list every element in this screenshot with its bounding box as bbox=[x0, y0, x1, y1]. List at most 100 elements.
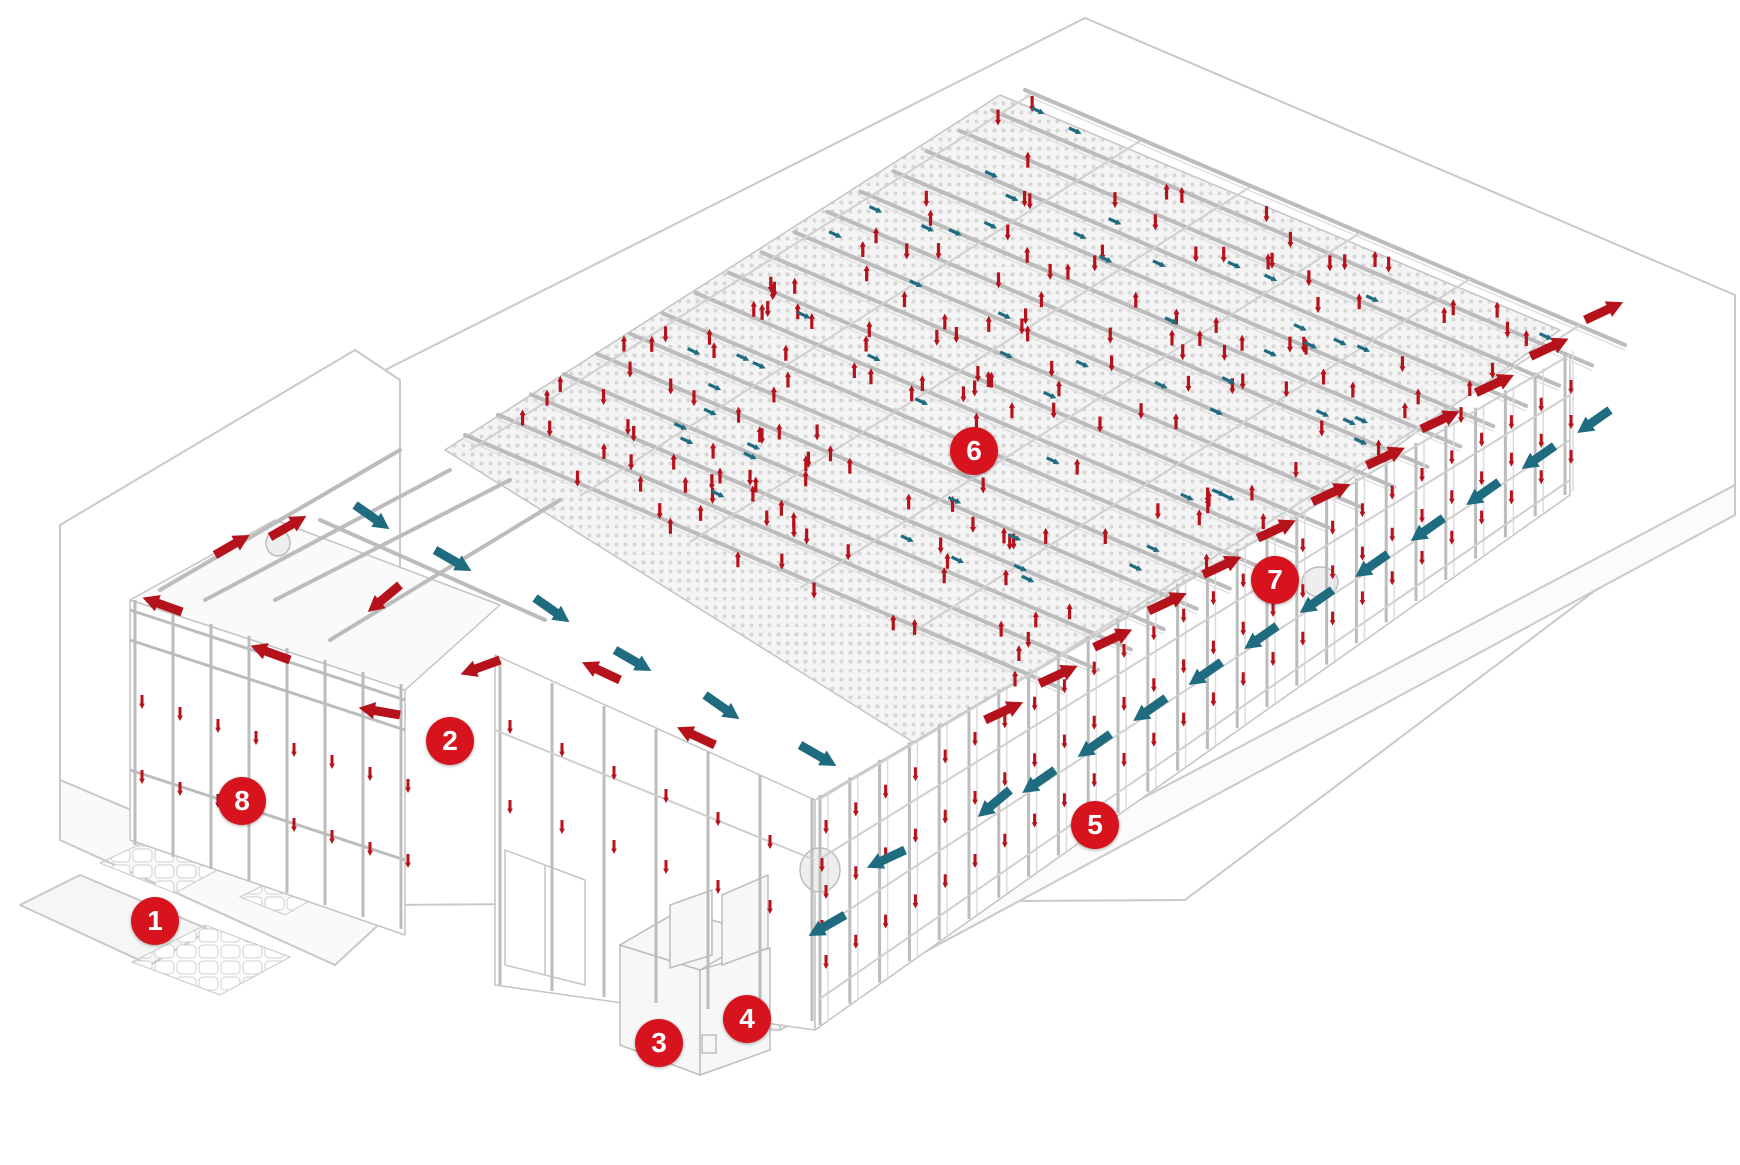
supply-arrow-down-shape bbox=[767, 900, 773, 914]
supply-arrow-small-shape bbox=[1172, 413, 1180, 430]
exhaust-arrow-small bbox=[752, 361, 766, 369]
supply-arrow-small bbox=[763, 510, 770, 527]
supply-arrow-large-shape bbox=[367, 581, 403, 612]
supply-arrow-small bbox=[1021, 190, 1028, 207]
supply-arrow-small bbox=[776, 423, 783, 440]
supply-arrow-small bbox=[1196, 329, 1203, 346]
supply-arrow-small bbox=[752, 476, 759, 493]
ceiling-beam bbox=[594, 351, 1199, 611]
supply-arrow-large bbox=[267, 516, 307, 541]
supply-arrow-small bbox=[600, 443, 608, 460]
exhaust-arrow-small-shape bbox=[900, 534, 914, 543]
supply-arrow-small bbox=[1004, 224, 1011, 241]
supply-arrow-down-shape bbox=[1180, 659, 1187, 674]
supply-arrow-small bbox=[1018, 318, 1025, 335]
cross-rail bbox=[469, 94, 1031, 451]
callout-1[interactable]: 1 bbox=[131, 897, 179, 945]
supply-arrow-small bbox=[662, 326, 669, 343]
exhaust-arrow-large-shape bbox=[1133, 694, 1169, 721]
supply-arrow-down bbox=[215, 719, 221, 733]
ceiling-beam-shadow bbox=[925, 155, 1527, 412]
exhaust-arrow-large-shape bbox=[532, 594, 570, 623]
supply-arrow-down bbox=[1091, 773, 1098, 788]
supply-arrow-large-shape bbox=[1201, 555, 1242, 579]
supply-arrow-down-shape bbox=[1210, 640, 1217, 655]
exhaust-arrow-small bbox=[997, 311, 1012, 319]
supply-arrow-small bbox=[667, 378, 674, 395]
exhaust-arrow-large-shape bbox=[977, 786, 1013, 817]
supply-arrow-small-shape bbox=[1021, 190, 1028, 207]
supply-arrow-down bbox=[1150, 626, 1157, 641]
supply-arrow-down bbox=[1508, 452, 1515, 467]
callout-6[interactable]: 6 bbox=[950, 427, 998, 475]
callout-3[interactable]: 3 bbox=[635, 1019, 683, 1067]
supply-arrow-small bbox=[734, 551, 741, 568]
supply-arrow-small bbox=[1399, 356, 1406, 373]
exhaust-arrow-large bbox=[432, 546, 472, 571]
supply-arrow-small-shape bbox=[1269, 252, 1276, 269]
supply-arrow-small bbox=[1286, 336, 1293, 353]
callout-4[interactable]: 4 bbox=[723, 995, 771, 1043]
supply-arrow-down bbox=[507, 720, 513, 734]
supply-arrow-down bbox=[1568, 380, 1574, 394]
supply-arrow-down-shape bbox=[1508, 415, 1515, 430]
callout-8[interactable]: 8 bbox=[218, 777, 266, 825]
ceiling-beam bbox=[924, 148, 1529, 408]
supply-arrow-small-shape bbox=[620, 335, 627, 352]
supply-arrow-small-shape bbox=[519, 409, 526, 426]
supply-arrow-small bbox=[1102, 528, 1109, 545]
supply-arrow-small bbox=[630, 425, 637, 442]
exhaust-arrow-small-shape bbox=[1128, 563, 1143, 571]
exhaust-arrow-small bbox=[868, 205, 883, 213]
supply-arrow-down bbox=[1329, 565, 1336, 580]
callout-7[interactable]: 7 bbox=[1251, 556, 1299, 604]
supply-arrow-small-shape bbox=[1204, 497, 1211, 514]
supply-arrow-small-shape bbox=[1096, 416, 1104, 433]
supply-arrow-small-shape bbox=[776, 423, 783, 440]
supply-arrow-small-shape bbox=[941, 313, 948, 330]
supply-arrow-small bbox=[1111, 192, 1119, 209]
supply-airflow-arrows bbox=[139, 95, 1624, 969]
supply-arrow-small-shape bbox=[980, 477, 987, 494]
exhaust-arrow-small-shape bbox=[947, 496, 962, 504]
supply-arrow-down-shape bbox=[1478, 471, 1485, 486]
supply-arrow-small bbox=[923, 190, 930, 207]
ceiling-beam bbox=[627, 331, 1232, 591]
exhaust-arrow-small-shape bbox=[1221, 492, 1235, 501]
exhaust-arrow-small bbox=[948, 228, 962, 236]
supply-arrow-small-shape bbox=[770, 386, 777, 403]
supply-arrow-small bbox=[1305, 270, 1312, 287]
callout-5[interactable]: 5 bbox=[1071, 801, 1119, 849]
supply-arrow-down bbox=[253, 731, 259, 745]
supply-arrow-small-shape bbox=[1292, 462, 1299, 479]
supply-arrow-down-shape bbox=[1359, 503, 1366, 518]
supply-arrow-small bbox=[1292, 462, 1299, 479]
supply-arrow-large bbox=[983, 701, 1024, 725]
supply-arrow-small bbox=[746, 469, 754, 486]
supply-arrow-small-shape bbox=[708, 474, 715, 491]
exhaust-arrow-small bbox=[1209, 407, 1223, 416]
exhaust-arrow-small-shape bbox=[752, 361, 766, 369]
supply-arrow-large-shape bbox=[250, 643, 292, 665]
supply-arrow-large-shape bbox=[1146, 592, 1187, 615]
supply-arrow-small-shape bbox=[1356, 293, 1363, 310]
supply-arrow-small-shape bbox=[811, 582, 818, 599]
exhaust-arrow-large-shape bbox=[1077, 730, 1114, 757]
supply-arrow-small bbox=[1441, 307, 1448, 324]
structure-frame bbox=[129, 88, 1627, 1025]
exhaust-arrow-small bbox=[687, 347, 701, 355]
supply-arrow-small-shape bbox=[1048, 360, 1055, 377]
exhaust-arrow-small-shape bbox=[1342, 417, 1356, 426]
exhaust-arrow-large bbox=[1299, 586, 1336, 613]
supply-arrow-small-shape bbox=[543, 389, 551, 406]
exhaust-arrow-small bbox=[1098, 254, 1113, 263]
supply-arrow-small-shape bbox=[667, 378, 674, 395]
supply-arrow-small-shape bbox=[901, 291, 908, 308]
supply-arrow-down-shape bbox=[823, 885, 829, 899]
supply-arrow-small-shape bbox=[746, 469, 754, 486]
supply-arrow-down bbox=[1419, 551, 1425, 565]
exhaust-arrow-large bbox=[1410, 514, 1447, 541]
exhaust-arrow-small bbox=[1013, 563, 1027, 572]
supply-arrow-small bbox=[735, 406, 742, 423]
callout-2[interactable]: 2 bbox=[426, 717, 474, 765]
